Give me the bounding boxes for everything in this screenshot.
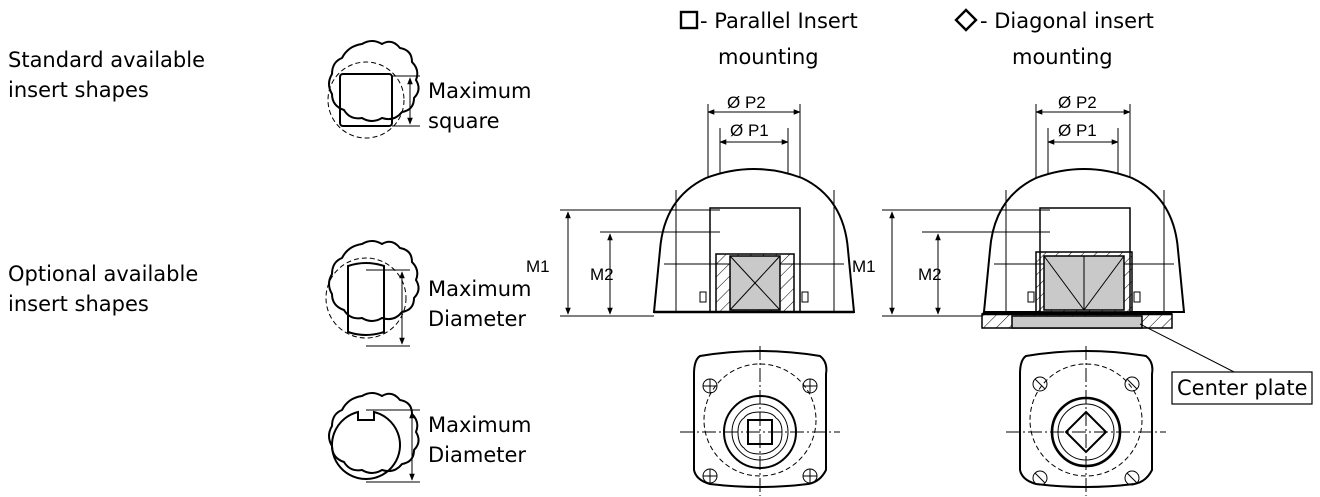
- optional-shapes-label: Optional available: [8, 262, 198, 286]
- max-diameter-keyed-label: Maximum: [428, 413, 531, 437]
- diagonal-title-2: mounting: [1012, 45, 1113, 69]
- parallel-title: - Parallel Insert: [700, 9, 858, 33]
- p2-dim-left: Ø P2: [727, 93, 766, 112]
- m2-dim-left: M2: [590, 265, 614, 284]
- p1-dim-left: Ø P1: [730, 121, 769, 140]
- max-diameter-label-2: Diameter: [428, 307, 526, 331]
- parallel-section-view: Ø P2 Ø P1 M1 M2: [526, 93, 856, 317]
- optional-shapes-label-2: insert shapes: [8, 292, 149, 316]
- diagonal-section-view: Ø P2 Ø P1 M1 M2: [852, 93, 1243, 377]
- standard-shapes-label-2: insert shapes: [8, 78, 149, 102]
- square-insert-icon: [327, 40, 420, 139]
- parallel-top-view: [680, 346, 840, 496]
- p2-dim-right: Ø P2: [1058, 93, 1097, 112]
- parallel-title-2: mounting: [718, 45, 819, 69]
- max-square-label: Maximum: [428, 79, 531, 103]
- center-plate-callout-box: [1171, 371, 1313, 405]
- p1-dim-right: Ø P1: [1058, 121, 1097, 140]
- diamond-outline-icon: [954, 8, 978, 32]
- keyed-round-insert-icon: [328, 392, 420, 480]
- square-outline-icon: [679, 10, 699, 30]
- diagonal-top-view: [1006, 346, 1166, 496]
- diagonal-title: - Diagonal insert: [980, 9, 1154, 33]
- center-plate-label: Center plate: [1177, 376, 1308, 400]
- max-diameter-keyed-label-2: Diameter: [428, 443, 526, 467]
- flat-round-insert-icon: [325, 240, 420, 339]
- max-diameter-label: Maximum: [428, 277, 531, 301]
- m1-dim-right: M1: [852, 257, 876, 276]
- m2-dim-right: M2: [918, 265, 942, 284]
- max-square-label-2: square: [428, 109, 500, 133]
- m1-dim-left: M1: [526, 257, 550, 276]
- standard-shapes-label: Standard available: [8, 48, 205, 72]
